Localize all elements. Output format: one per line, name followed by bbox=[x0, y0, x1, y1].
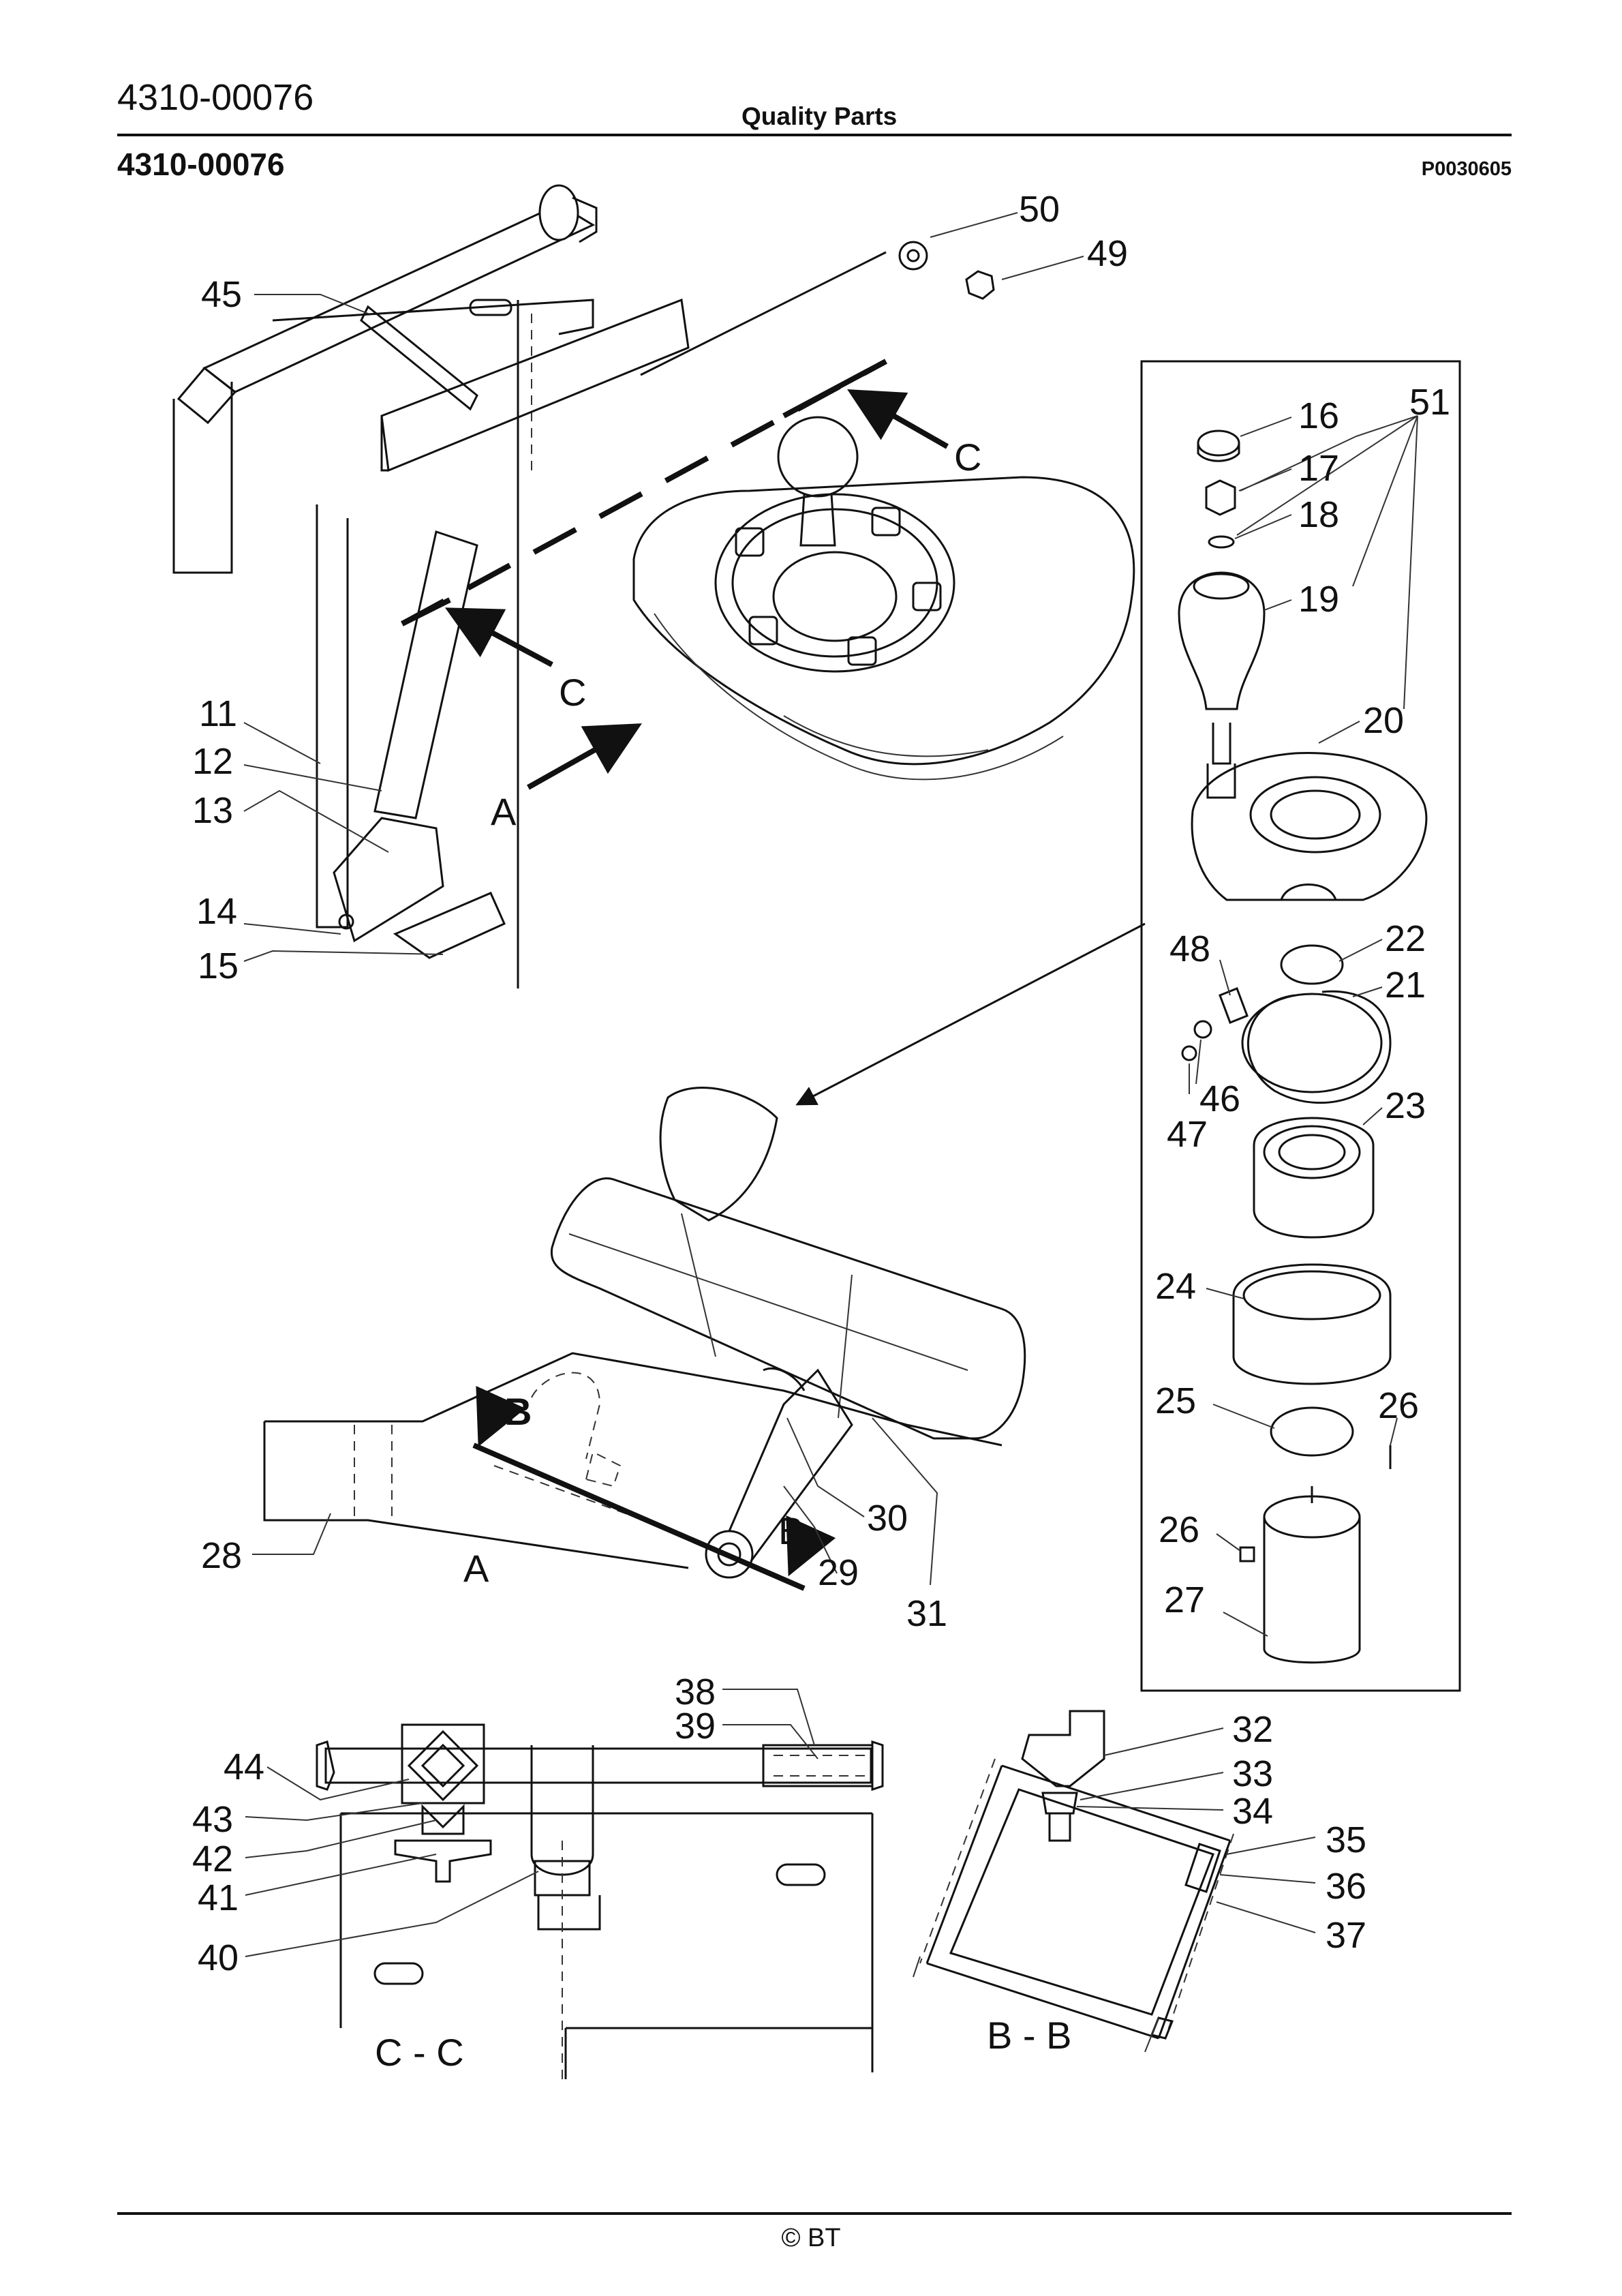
header-part-number: 4310-00076 bbox=[117, 77, 314, 118]
bb-leaders bbox=[1076, 1727, 1316, 1933]
callout-46: 46 bbox=[1199, 1078, 1240, 1119]
callout-48: 48 bbox=[1169, 928, 1210, 969]
callout-21: 21 bbox=[1385, 965, 1426, 1006]
callout-42: 42 bbox=[192, 1839, 233, 1879]
section-label-bb: B - B bbox=[987, 2014, 1071, 2057]
callout-17: 17 bbox=[1298, 448, 1339, 489]
exploded-joystick-assembly bbox=[1178, 429, 1428, 1664]
callout-26-lower: 26 bbox=[1159, 1509, 1199, 1550]
callout-27: 27 bbox=[1164, 1580, 1205, 1620]
callout-25: 25 bbox=[1155, 1380, 1196, 1421]
callout-39: 39 bbox=[675, 1706, 716, 1747]
nut-49 bbox=[965, 270, 995, 300]
callout-38: 38 bbox=[675, 1672, 716, 1712]
callout-41: 41 bbox=[198, 1877, 239, 1918]
callout-36: 36 bbox=[1326, 1866, 1366, 1907]
right-leaders bbox=[1189, 415, 1418, 1637]
callout-19: 19 bbox=[1298, 579, 1339, 620]
callout-16: 16 bbox=[1298, 395, 1339, 436]
side-view bbox=[263, 1087, 1026, 1591]
view-marker-a-top: A bbox=[491, 790, 517, 833]
callout-35: 35 bbox=[1326, 1819, 1366, 1860]
callout-12: 12 bbox=[192, 741, 233, 782]
callout-37: 37 bbox=[1326, 1915, 1366, 1956]
callout-14: 14 bbox=[196, 891, 237, 932]
exploded-box bbox=[1140, 360, 1461, 1692]
view-marker-c-upper: C bbox=[954, 436, 981, 479]
callout-26-upper: 26 bbox=[1378, 1385, 1419, 1426]
view-marker-b-left: B bbox=[504, 1390, 532, 1433]
callout-30: 30 bbox=[867, 1498, 908, 1539]
upper-leaders bbox=[243, 212, 1146, 1106]
callout-40: 40 bbox=[198, 1937, 239, 1978]
callout-11: 11 bbox=[199, 693, 237, 734]
footer-copyright: © BT bbox=[781, 2224, 841, 2252]
callout-33: 33 bbox=[1232, 1753, 1273, 1794]
callout-49: 49 bbox=[1087, 233, 1128, 274]
washer-50 bbox=[898, 241, 928, 271]
view-marker-b-right: B bbox=[778, 1509, 804, 1552]
callout-51: 51 bbox=[1409, 382, 1450, 423]
callout-31: 31 bbox=[906, 1593, 947, 1634]
callout-28: 28 bbox=[201, 1535, 242, 1576]
callout-34: 34 bbox=[1232, 1791, 1273, 1832]
section-label-cc: C - C bbox=[375, 2031, 464, 2074]
view-marker-c-lower: C bbox=[559, 671, 586, 714]
drawing-ref: P0030605 bbox=[1421, 158, 1512, 180]
callout-47: 47 bbox=[1167, 1114, 1208, 1155]
view-marker-a-bottom: A bbox=[463, 1547, 489, 1590]
callout-32: 32 bbox=[1232, 1709, 1273, 1750]
callout-22: 22 bbox=[1385, 918, 1426, 959]
callout-45: 45 bbox=[201, 274, 242, 315]
callout-50: 50 bbox=[1019, 189, 1060, 230]
cc-leaders bbox=[245, 1689, 818, 1957]
callout-15: 15 bbox=[198, 946, 239, 986]
callout-44: 44 bbox=[224, 1747, 264, 1787]
callout-43: 43 bbox=[192, 1799, 233, 1840]
section-bb-view bbox=[913, 1710, 1234, 2053]
callout-24: 24 bbox=[1155, 1266, 1196, 1307]
callout-13: 13 bbox=[192, 790, 233, 831]
frame-armrest-view bbox=[172, 184, 1135, 988]
middle-leaders bbox=[252, 1417, 938, 1586]
callout-18: 18 bbox=[1298, 494, 1339, 535]
callout-29: 29 bbox=[818, 1552, 859, 1593]
header-rule bbox=[117, 134, 1512, 136]
sub-part-number: 4310-00076 bbox=[117, 147, 285, 182]
callout-23: 23 bbox=[1385, 1085, 1426, 1126]
header-title: Quality Parts bbox=[741, 102, 898, 130]
callout-20: 20 bbox=[1363, 700, 1404, 741]
section-cc-view bbox=[316, 1723, 884, 2086]
footer-rule bbox=[117, 2212, 1512, 2215]
